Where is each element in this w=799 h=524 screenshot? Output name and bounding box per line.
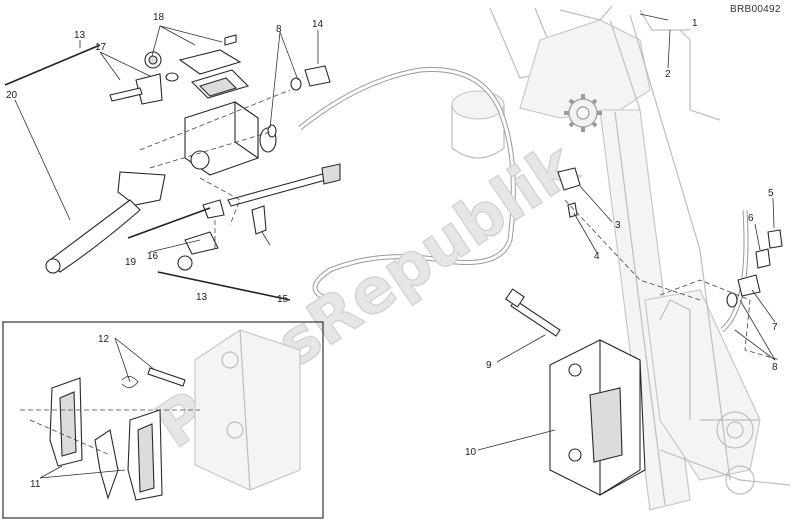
callout-6: 6 xyxy=(748,213,754,224)
leader-lines xyxy=(14,13,776,479)
callout-4: 4 xyxy=(594,251,600,262)
callout-19: 19 xyxy=(125,257,137,268)
callout-12: 12 xyxy=(98,334,110,345)
callout-8-top: 8 xyxy=(276,24,282,35)
group-brackets xyxy=(4,44,291,301)
brake-pads-inset xyxy=(2,321,324,519)
drawing-code: BRB00492 xyxy=(730,4,781,15)
callout-labels: 1 2 3 4 5 6 7 8 8 9 10 11 12 13 13 14 15… xyxy=(6,12,778,490)
callout-20: 20 xyxy=(6,90,18,101)
master-cylinder-assembly xyxy=(45,34,341,274)
callout-13-top: 13 xyxy=(74,30,86,41)
callout-2: 2 xyxy=(665,69,671,80)
front-brake-caliper xyxy=(505,167,783,496)
callout-3: 3 xyxy=(615,220,621,231)
callout-7: 7 xyxy=(772,322,778,333)
callout-13-bottom: 13 xyxy=(196,292,208,303)
callout-1: 1 xyxy=(692,18,698,29)
callout-10: 10 xyxy=(465,447,477,458)
callout-18: 18 xyxy=(153,12,165,23)
callout-17: 17 xyxy=(95,42,107,53)
callout-14: 14 xyxy=(312,19,324,30)
callout-8-right: 8 xyxy=(772,362,778,373)
assembly-dashed-lines xyxy=(20,89,781,456)
callout-9: 9 xyxy=(486,360,492,371)
callout-11: 11 xyxy=(30,479,41,490)
callout-5: 5 xyxy=(768,188,774,199)
callout-16: 16 xyxy=(147,251,159,262)
gear-logo-icon xyxy=(564,94,602,132)
front-fork-outline xyxy=(451,5,791,511)
callout-15: 15 xyxy=(277,294,289,305)
